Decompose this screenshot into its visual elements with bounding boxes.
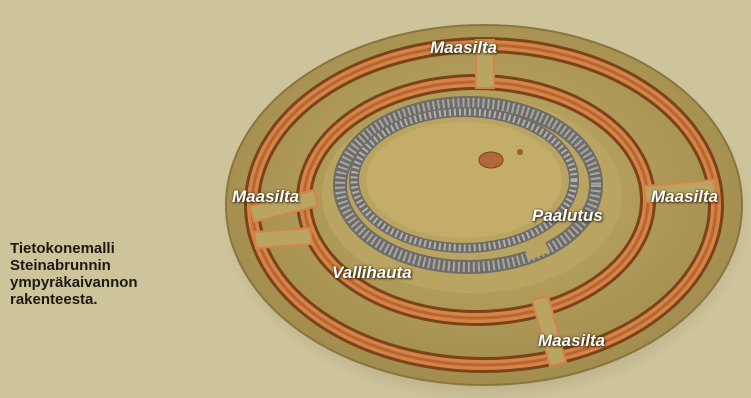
label-palisade: Paalutus (532, 206, 603, 226)
bridge-lower-left (254, 228, 312, 248)
label-ditch: Vallihauta (332, 263, 412, 283)
central-mound (479, 152, 503, 168)
small-mound (517, 149, 523, 155)
caption-line-2: Steinabrunnin (10, 257, 210, 274)
label-bridge-bottom: Maasilta (538, 331, 605, 351)
caption-line-1: Tietokonemalli (10, 240, 210, 257)
label-bridge-left: Maasilta (232, 187, 299, 207)
caption-line-3: ympyräkaivannon (10, 274, 210, 291)
circular-enclosure-model: Maasilta Maasilta Maasilta Maasilta Paal… (214, 0, 751, 398)
label-bridge-top: Maasilta (430, 38, 497, 58)
figure-caption: Tietokonemalli Steinabrunnin ympyräkaiva… (10, 240, 210, 308)
caption-line-4: rakenteesta. (10, 291, 210, 308)
label-bridge-right: Maasilta (651, 187, 718, 207)
